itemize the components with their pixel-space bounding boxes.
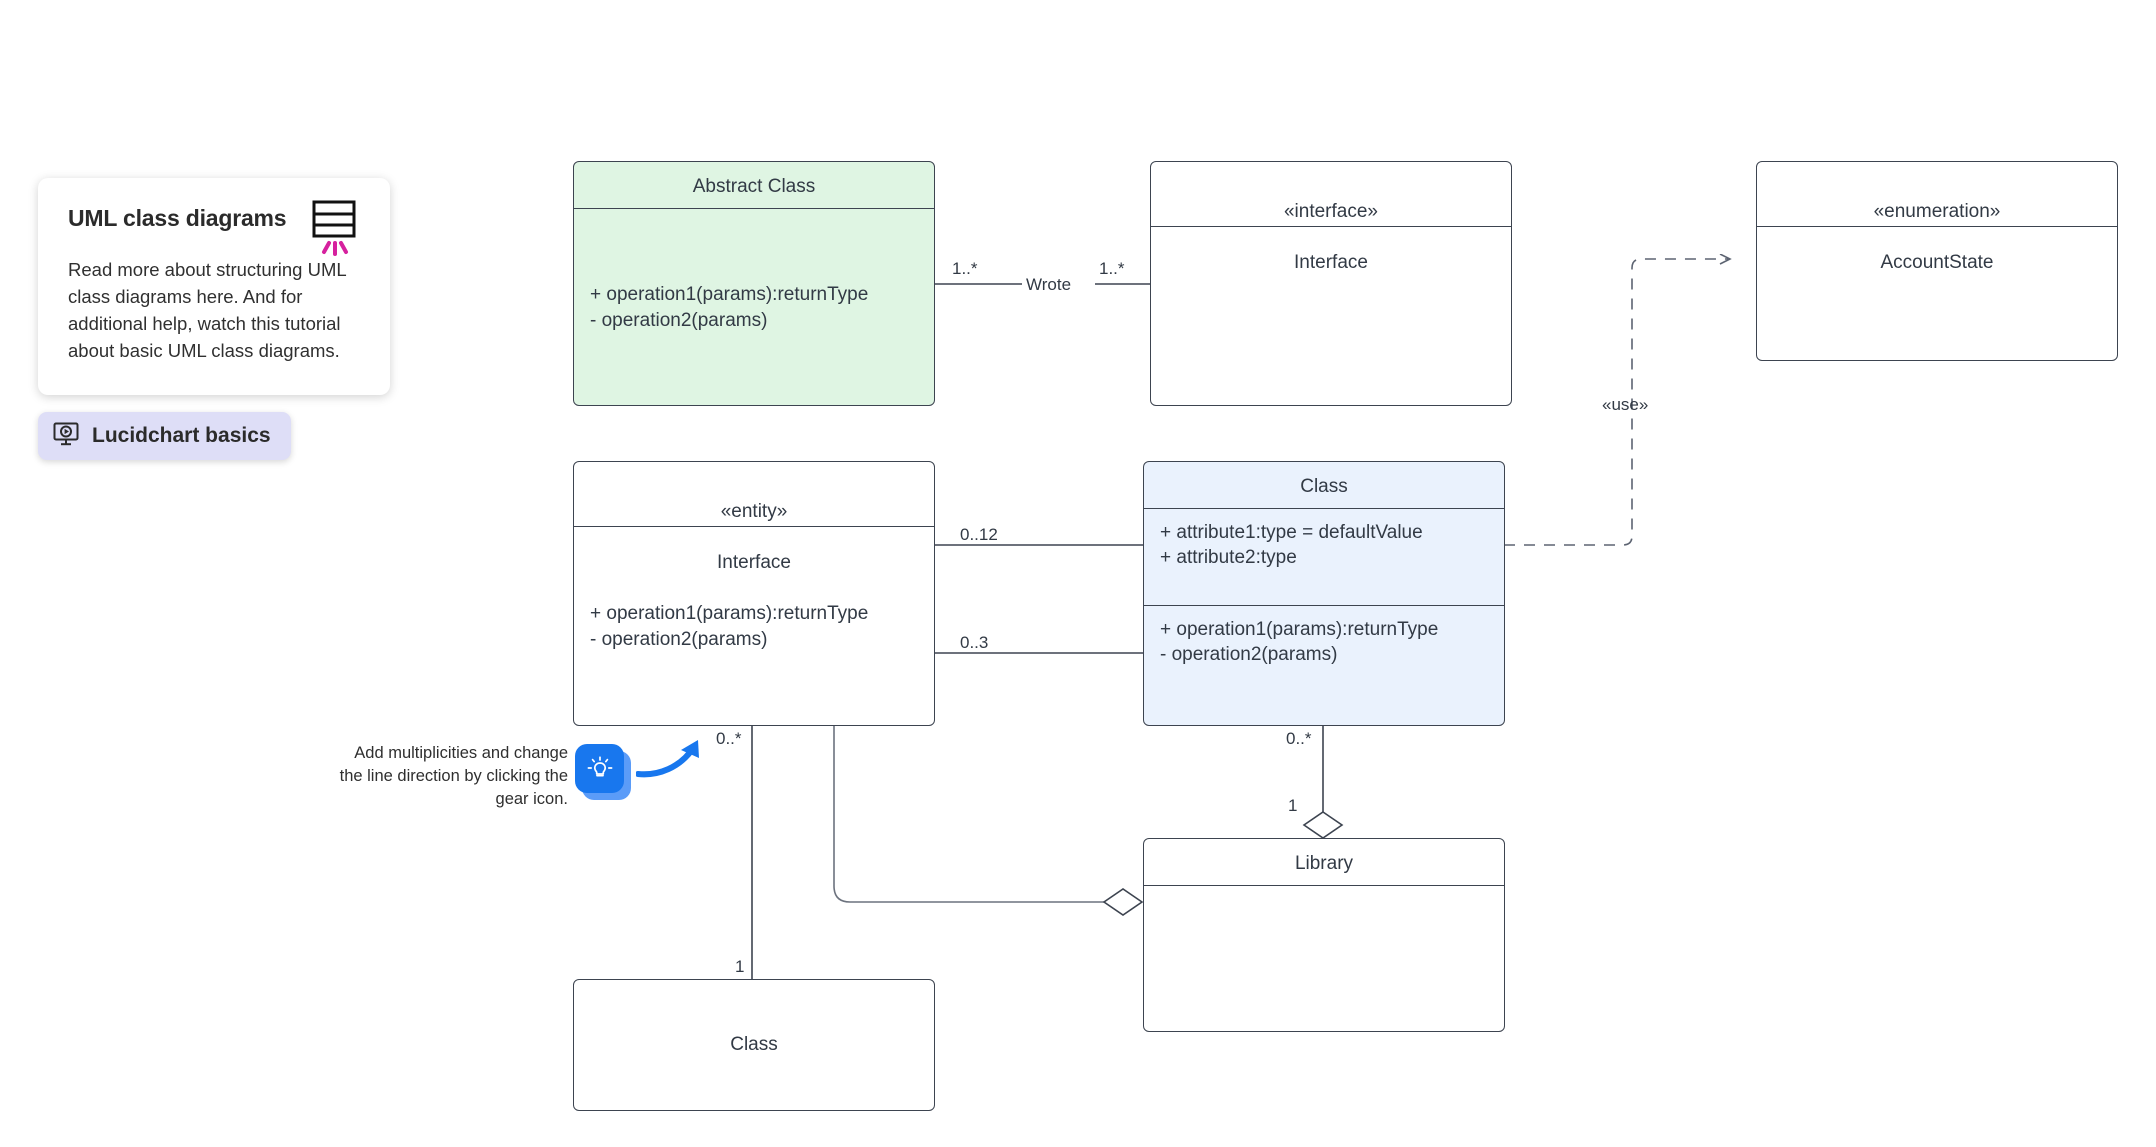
library-header: Library bbox=[1294, 853, 1354, 874]
edge-label-class-library-one: 1 bbox=[1288, 796, 1298, 815]
class-attributes: + attribute1:type = defaultValue + attri… bbox=[1144, 508, 1504, 605]
edge-label-entity-class-bottom-one: 1 bbox=[735, 957, 745, 976]
edge-label-class-library-multiplicity: 0..* bbox=[1286, 729, 1312, 748]
abstract-class-header: Abstract Class bbox=[692, 176, 816, 197]
enumeration-body bbox=[1757, 226, 2117, 360]
uml-node-class-bottom[interactable]: Class bbox=[573, 979, 935, 1111]
abstract-class-operations: + operation1(params):returnType - operat… bbox=[574, 208, 934, 405]
enumeration-header: «enumeration» AccountState bbox=[1757, 162, 2117, 273]
edge-label-lower-association: 0..3 bbox=[960, 633, 989, 652]
hint-text: Add multiplicities and change the line d… bbox=[339, 744, 568, 808]
monitor-play-icon bbox=[53, 421, 79, 452]
edge-entity-library-aggregation bbox=[833, 726, 1144, 916]
entity-interface-operations: + operation1(params):returnType - operat… bbox=[574, 526, 934, 725]
entity-interface-name: Interface bbox=[717, 551, 791, 573]
uml-node-abstract-class[interactable]: Abstract Class + operation1(params):retu… bbox=[573, 161, 935, 406]
edge-label-wrote: Wrote bbox=[1022, 276, 1076, 293]
edge-label-wrote-target-multiplicity: 1..* bbox=[1099, 259, 1125, 278]
library-body bbox=[1144, 885, 1504, 1031]
entity-interface-header: «entity» Interface bbox=[574, 462, 934, 573]
interface-body bbox=[1151, 226, 1511, 405]
uml-node-library[interactable]: Library bbox=[1143, 838, 1505, 1032]
info-card-body: Read more about structuring UML class di… bbox=[68, 259, 346, 361]
uml-node-enumeration[interactable]: «enumeration» AccountState bbox=[1756, 161, 2118, 361]
info-card[interactable]: UML class diagrams Read more about struc… bbox=[38, 178, 390, 395]
uml-node-class[interactable]: Class + attribute1:type = defaultValue +… bbox=[1143, 461, 1505, 726]
lucidchart-basics-label: Lucidchart basics bbox=[92, 424, 271, 447]
curved-arrow-icon bbox=[635, 738, 706, 790]
lightbulb-icon-plate bbox=[575, 744, 624, 793]
enumeration-name: AccountState bbox=[1880, 251, 1994, 273]
enumeration-stereotype: «enumeration» bbox=[1873, 201, 2001, 223]
class-bottom-header: Class bbox=[730, 1034, 778, 1056]
interface-stereotype: «interface» bbox=[1283, 201, 1378, 223]
class-operations: + operation1(params):returnType - operat… bbox=[1144, 605, 1504, 725]
edge-label-upper-association: 0..12 bbox=[960, 525, 998, 544]
info-card-title: UML class diagrams bbox=[68, 205, 287, 231]
class-header: Class bbox=[1300, 476, 1348, 497]
edge-label-use: «use» bbox=[1602, 395, 1649, 414]
edge-label-wrote-source-multiplicity: 1..* bbox=[952, 259, 978, 278]
edge-label-entity-library-multiplicity: 0..* bbox=[716, 729, 742, 748]
uml-node-interface[interactable]: «interface» Interface bbox=[1150, 161, 1512, 406]
lightbulb-icon[interactable] bbox=[575, 744, 631, 800]
entity-stereotype: «entity» bbox=[720, 501, 788, 523]
lucidchart-basics-button[interactable]: Lucidchart basics bbox=[38, 412, 291, 460]
uml-node-entity-interface[interactable]: «entity» Interface + operation1(params):… bbox=[573, 461, 935, 726]
interface-header: «interface» Interface bbox=[1151, 162, 1511, 273]
interface-name: Interface bbox=[1294, 251, 1368, 273]
uml-class-shape-icon bbox=[310, 200, 364, 256]
